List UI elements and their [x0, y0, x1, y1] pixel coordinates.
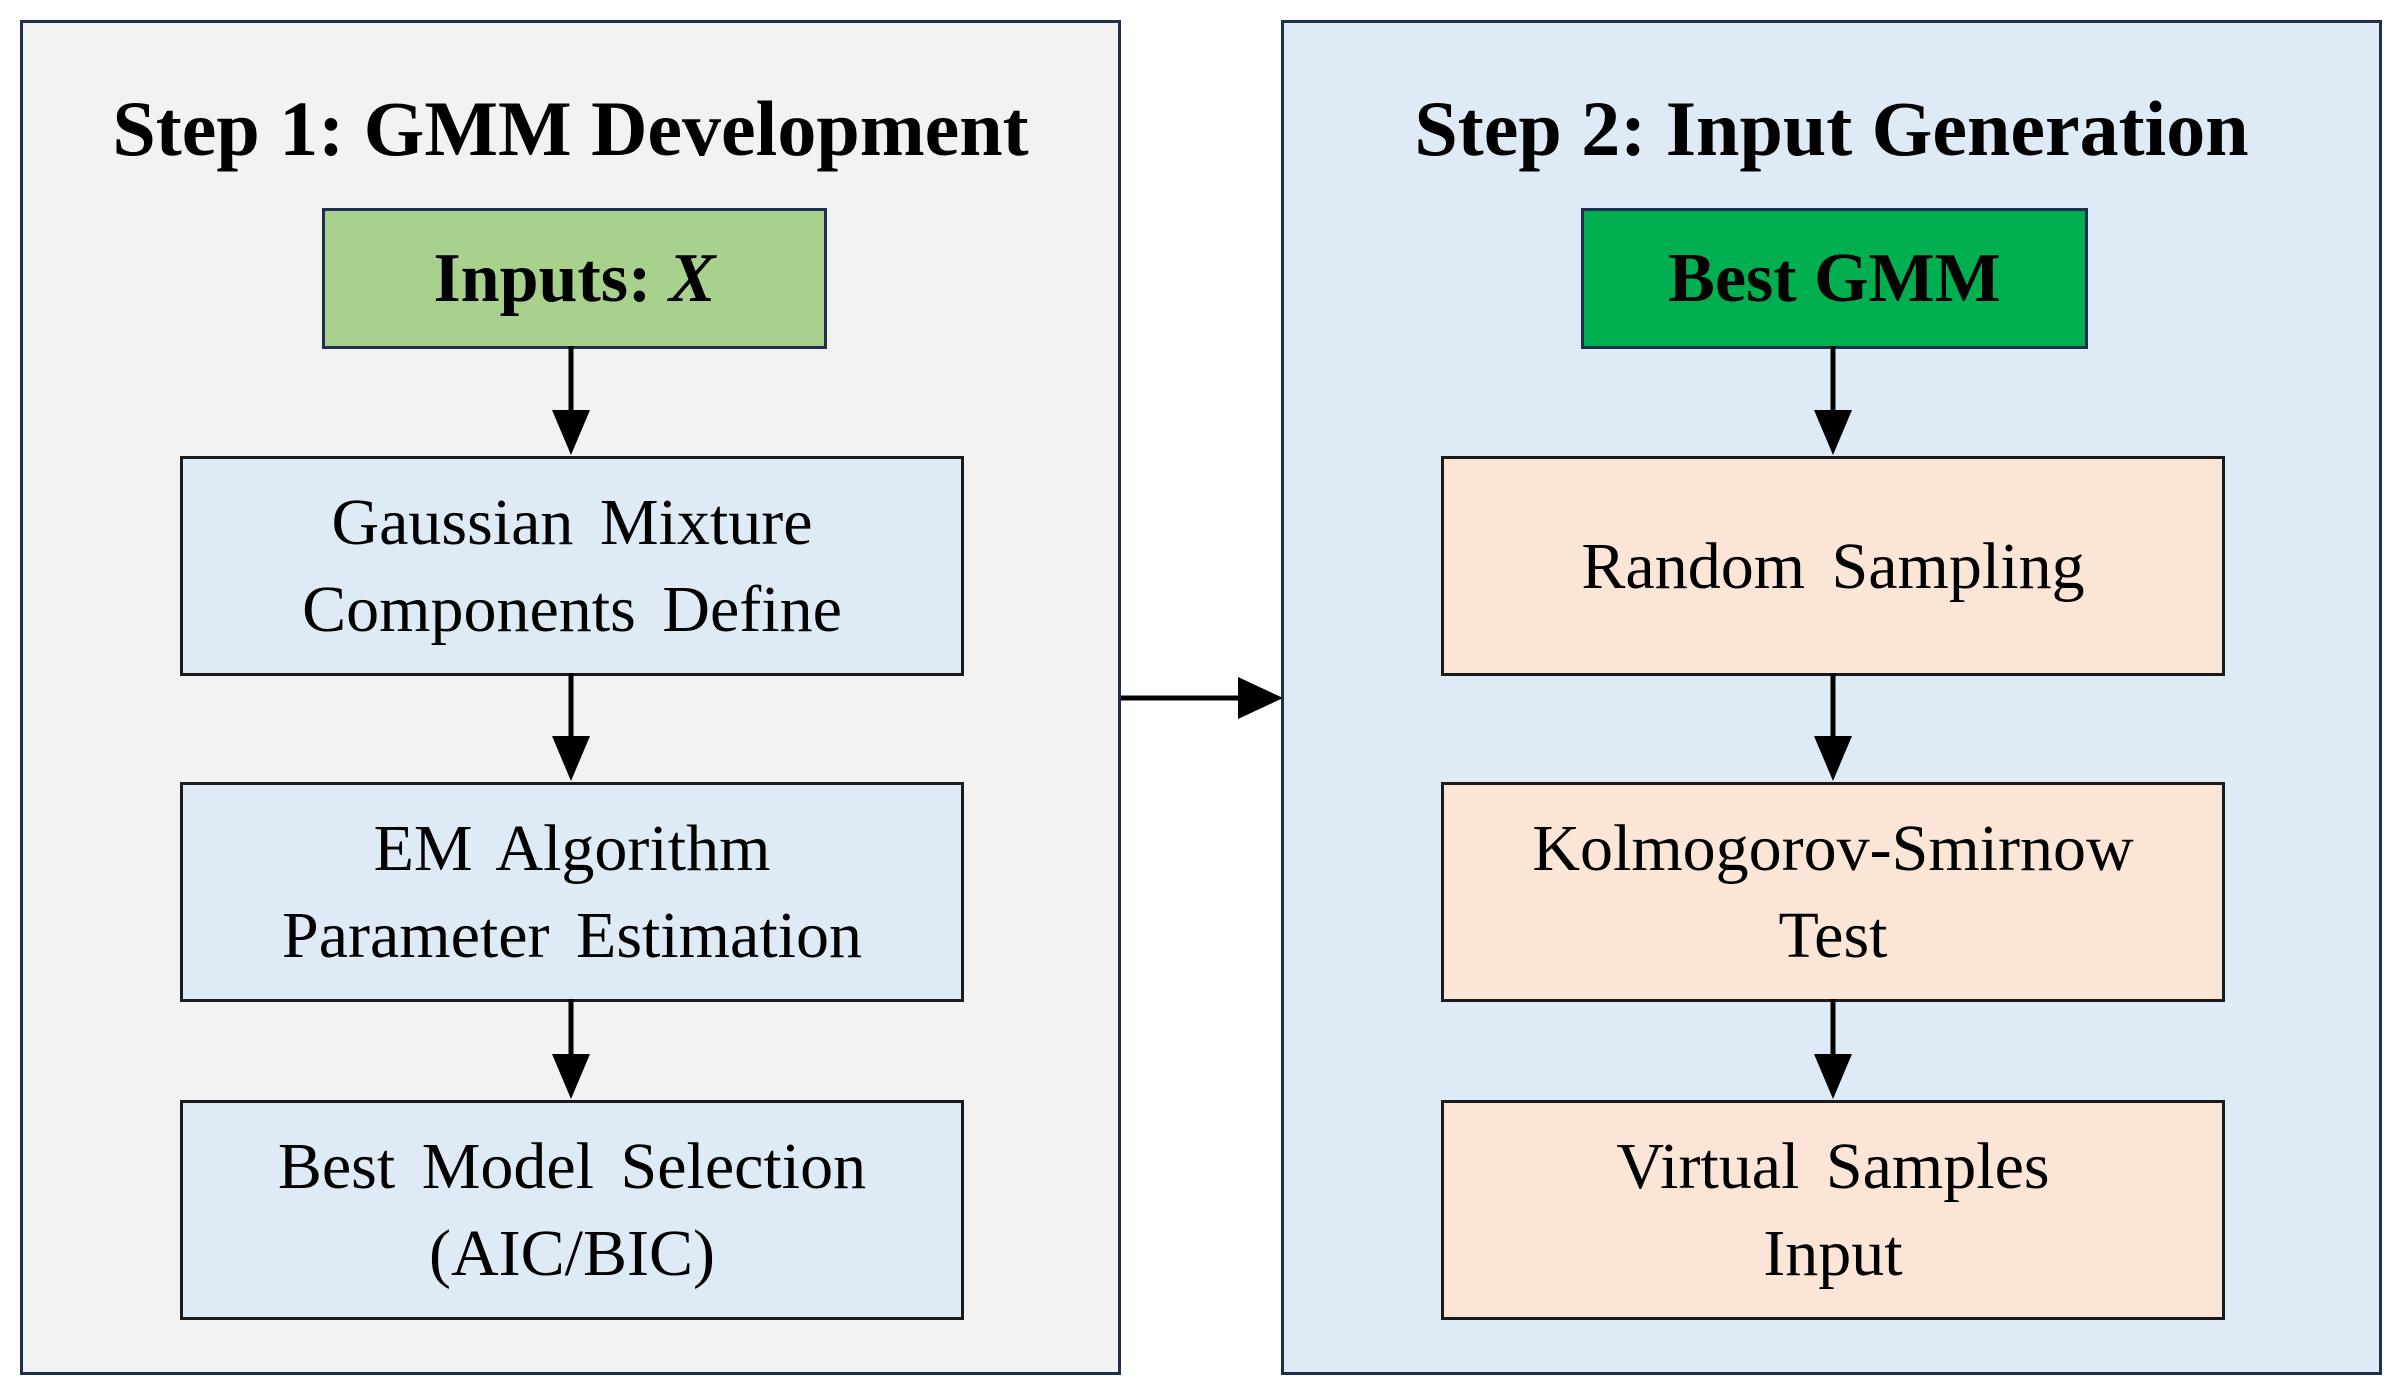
ks-test-line2: Test	[1778, 899, 1888, 972]
virtual-samples-line1: Virtual Samples	[1616, 1130, 2050, 1203]
arrowhead-7	[1238, 677, 1283, 719]
em-algorithm-line1: EM Algorithm	[373, 812, 771, 885]
em-algorithm-box: EM Algorithm Parameter Estimation	[180, 782, 964, 1002]
ks-test-box: Kolmogorov-Smirnow Test	[1441, 782, 2225, 1002]
model-selection-box: Best Model Selection (AIC/BIC)	[180, 1100, 964, 1320]
random-sampling-box: Random Sampling	[1441, 456, 2225, 676]
virtual-samples-line2: Input	[1763, 1217, 1903, 1290]
inputs-variable: X	[668, 239, 716, 317]
gaussian-mixture-box: Gaussian Mixture Components Define	[180, 456, 964, 676]
model-selection-line1: Best Model Selection	[277, 1130, 867, 1203]
inputs-label: Inputs: X	[433, 234, 715, 324]
best-gmm-box: Best GMM	[1581, 208, 2088, 349]
model-selection-line2: (AIC/BIC)	[429, 1217, 715, 1290]
step1-panel: Step 1: GMM Development Inputs: X Gaussi…	[20, 20, 1121, 1375]
best-gmm-label: Best GMM	[1668, 239, 2001, 317]
virtual-samples-box: Virtual Samples Input	[1441, 1100, 2225, 1320]
em-algorithm-line2: Parameter Estimation	[282, 899, 862, 972]
step1-title: Step 1: GMM Development	[112, 85, 1029, 172]
step2-title: Step 2: Input Generation	[1414, 85, 2249, 172]
step2-panel: Step 2: Input Generation Best GMM Random…	[1281, 20, 2382, 1375]
gaussian-mixture-line2: Components Define	[302, 573, 842, 646]
inputs-box: Inputs: X	[322, 208, 827, 349]
gaussian-mixture-line1: Gaussian Mixture	[331, 486, 813, 559]
ks-test-line1: Kolmogorov-Smirnow	[1532, 812, 2134, 885]
inputs-label-text: Inputs:	[433, 239, 669, 317]
random-sampling-line1: Random Sampling	[1581, 529, 2085, 603]
